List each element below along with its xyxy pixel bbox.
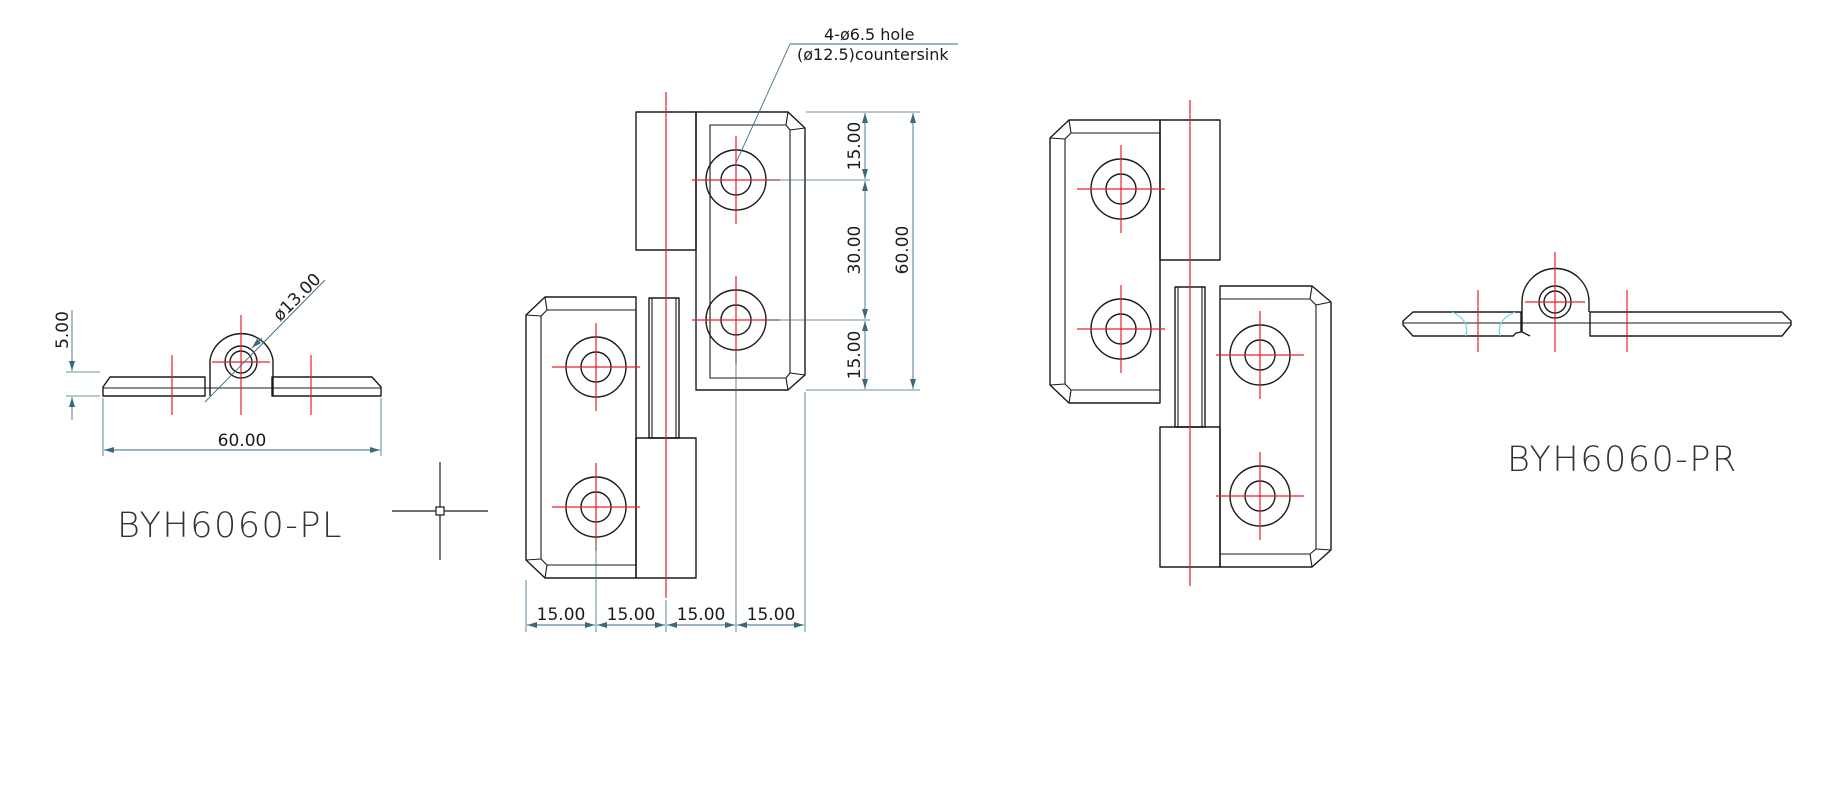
side-right-wing bbox=[1589, 311, 1792, 337]
lower-leaf bbox=[1219, 285, 1332, 568]
note-leader bbox=[734, 43, 791, 166]
chamfer bbox=[525, 558, 542, 561]
chamfer bbox=[785, 111, 789, 126]
side-left-wing bbox=[102, 376, 206, 397]
dim-middle-30-label: 30.00 bbox=[845, 226, 865, 275]
dim-knuckle-arrow bbox=[251, 337, 263, 349]
front-view-left-hinge: 4-ø6.5 hole (ø12.5)countersink 15.00 30.… bbox=[525, 25, 958, 632]
lower-leaf bbox=[525, 296, 637, 579]
dim-bottom-label-4: 15.00 bbox=[747, 605, 796, 625]
chamfer bbox=[525, 314, 542, 317]
chamfer bbox=[1315, 548, 1332, 551]
chamfer bbox=[1309, 553, 1313, 568]
upper-leaf-inner bbox=[709, 124, 791, 379]
hole-upper-1 bbox=[1077, 145, 1165, 233]
dim-side-width-label: 60.00 bbox=[218, 431, 267, 451]
chamfer bbox=[1049, 137, 1066, 140]
model-title-right: BYH6060-PR bbox=[1507, 440, 1738, 480]
section-hatch bbox=[1498, 311, 1516, 337]
lower-leaf-inner bbox=[540, 309, 637, 566]
hole-lower-2 bbox=[552, 463, 640, 551]
dim-side-height-label: 5.00 bbox=[53, 311, 73, 349]
chamfer bbox=[544, 564, 548, 579]
note-hole: 4-ø6.5 hole bbox=[824, 25, 915, 44]
chamfer bbox=[1068, 389, 1072, 404]
side-view-left: 60.00 5.00 ø13.00 bbox=[53, 270, 382, 456]
note-countersink: (ø12.5)countersink bbox=[797, 45, 949, 64]
dim-bottom-label-1: 15.00 bbox=[537, 605, 586, 625]
side-view-right bbox=[1402, 252, 1792, 352]
hole-upper-2 bbox=[1077, 285, 1165, 373]
side-right-wing bbox=[271, 376, 382, 397]
chamfer bbox=[785, 377, 789, 391]
dim-bottom-label-2: 15.00 bbox=[607, 605, 656, 625]
chamfer bbox=[544, 296, 548, 311]
dim-bottom-label-3: 15.00 bbox=[677, 605, 726, 625]
dim-top-15-label: 15.00 bbox=[845, 122, 865, 171]
hole-lower-1 bbox=[552, 323, 640, 411]
hole-lower-2 bbox=[1216, 452, 1304, 540]
chamfer bbox=[1068, 119, 1072, 134]
side-knuckle bbox=[1521, 267, 1590, 337]
model-title-left: BYH6060-PL bbox=[117, 506, 343, 546]
section-hatch bbox=[1451, 311, 1468, 337]
dim-overall-60-label: 60.00 bbox=[893, 226, 913, 275]
hole-lower-1 bbox=[1216, 311, 1304, 399]
upper-leaf bbox=[1049, 119, 1161, 404]
hinge-pin bbox=[648, 297, 680, 439]
chamfer bbox=[1315, 301, 1332, 306]
dim-knuckle-label: ø13.00 bbox=[269, 270, 325, 326]
chamfer bbox=[1049, 383, 1066, 386]
dim-knuckle-leader bbox=[204, 279, 326, 403]
front-view-right-hinge bbox=[1049, 100, 1332, 586]
crosshair-cursor-icon bbox=[392, 462, 488, 560]
lower-leaf-inner bbox=[1219, 298, 1317, 555]
chamfer bbox=[1309, 285, 1313, 300]
dim-bottom-15-label: 15.00 bbox=[845, 331, 865, 380]
chamfer bbox=[789, 127, 806, 131]
chamfer bbox=[789, 372, 806, 376]
side-left-wing bbox=[1402, 311, 1522, 337]
